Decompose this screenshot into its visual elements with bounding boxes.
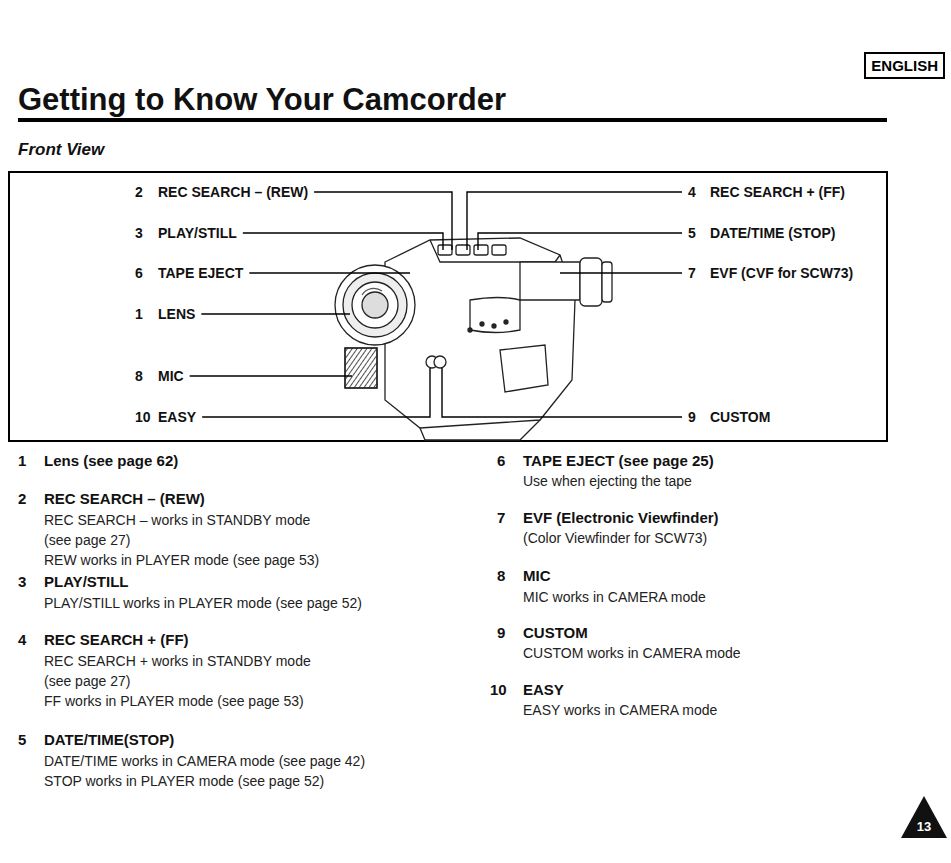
page-number: 13	[917, 819, 931, 834]
item-heading: EVF (Electronic Viewfinder)	[523, 509, 719, 526]
callout-number: 6	[135, 265, 143, 281]
item-description: DATE/TIME works in CAMERA mode (see page…	[44, 753, 365, 769]
callout-number: 4	[688, 184, 696, 200]
part-name: EVF (CVF for SCW73)	[710, 265, 853, 281]
item-number: 10	[490, 681, 507, 698]
callout-number: 3	[135, 225, 143, 241]
part-name: CUSTOM	[710, 409, 770, 425]
item-heading: Lens (see page 62)	[44, 452, 178, 469]
item-description: REC SEARCH – works in STANDBY mode	[44, 512, 310, 528]
callout-number: 10	[135, 409, 151, 425]
part-name: PLAY/STILL	[158, 225, 237, 241]
item-description: PLAY/STILL works in PLAYER mode (see pag…	[44, 595, 362, 611]
leader-line	[314, 192, 452, 250]
item-description: REW works in PLAYER mode (see page 53)	[44, 552, 319, 568]
language-tab: ENGLISH	[864, 52, 945, 79]
item-number: 2	[18, 490, 26, 507]
item-description: (see page 27)	[44, 673, 130, 689]
item-number: 8	[497, 567, 505, 584]
item-number: 9	[497, 624, 505, 641]
item-description: FF works in PLAYER mode (see page 53)	[44, 693, 304, 709]
leader-line	[190, 375, 352, 376]
item-number: 7	[497, 509, 505, 526]
leader-line	[467, 192, 682, 250]
leader-line	[201, 313, 350, 314]
item-number: 5	[18, 731, 26, 748]
callout-number: 5	[688, 225, 696, 241]
item-description: STOP works in PLAYER mode (see page 52)	[44, 773, 324, 789]
item-heading: MIC	[523, 567, 551, 584]
item-heading: DATE/TIME(STOP)	[44, 731, 174, 748]
leader-line	[202, 368, 430, 417]
item-description: (see page 27)	[44, 532, 130, 548]
item-description: (Color Viewfinder for SCW73)	[523, 530, 707, 546]
language-label: ENGLISH	[871, 57, 938, 74]
leader-line	[560, 272, 682, 273]
item-number: 1	[18, 452, 26, 469]
page-title: Getting to Know Your Camcorder	[18, 82, 506, 118]
item-heading: CUSTOM	[523, 624, 588, 641]
item-heading: PLAY/STILL	[44, 573, 128, 590]
item-description: Use when ejecting the tape	[523, 473, 692, 489]
item-heading: REC SEARCH – (REW)	[44, 490, 205, 507]
part-name: LENS	[158, 306, 195, 322]
figure-frame	[9, 172, 887, 441]
item-description: CUSTOM works in CAMERA mode	[523, 645, 741, 661]
item-heading: TAPE EJECT (see page 25)	[523, 452, 714, 469]
leader-line	[442, 368, 682, 417]
part-name: DATE/TIME (STOP)	[710, 225, 835, 241]
part-name: EASY	[158, 409, 196, 425]
part-name: TAPE EJECT	[158, 265, 243, 281]
item-description: REC SEARCH + works in STANDBY mode	[44, 653, 311, 669]
title-rule	[18, 118, 887, 122]
leader-line	[243, 233, 443, 250]
callout-number: 9	[688, 409, 696, 425]
camcorder-body	[335, 238, 612, 440]
callout-number: 8	[135, 368, 143, 384]
page-number-marker: 13	[900, 795, 948, 839]
callout-number: 2	[135, 184, 143, 200]
item-description: EASY works in CAMERA mode	[523, 702, 717, 718]
item-number: 4	[18, 631, 26, 648]
leader-line	[478, 233, 682, 250]
item-number: 6	[497, 452, 505, 469]
part-name: REC SEARCH – (REW)	[158, 184, 308, 200]
part-name: MIC	[158, 368, 184, 384]
item-heading: REC SEARCH + (FF)	[44, 631, 189, 648]
item-description: MIC works in CAMERA mode	[523, 589, 706, 605]
item-heading: EASY	[523, 681, 564, 698]
item-number: 3	[18, 573, 26, 590]
callout-number: 7	[688, 265, 696, 281]
part-name: REC SEARCH + (FF)	[710, 184, 845, 200]
callout-number: 1	[135, 306, 143, 322]
section-heading: Front View	[18, 140, 104, 160]
leader-line	[249, 272, 410, 273]
